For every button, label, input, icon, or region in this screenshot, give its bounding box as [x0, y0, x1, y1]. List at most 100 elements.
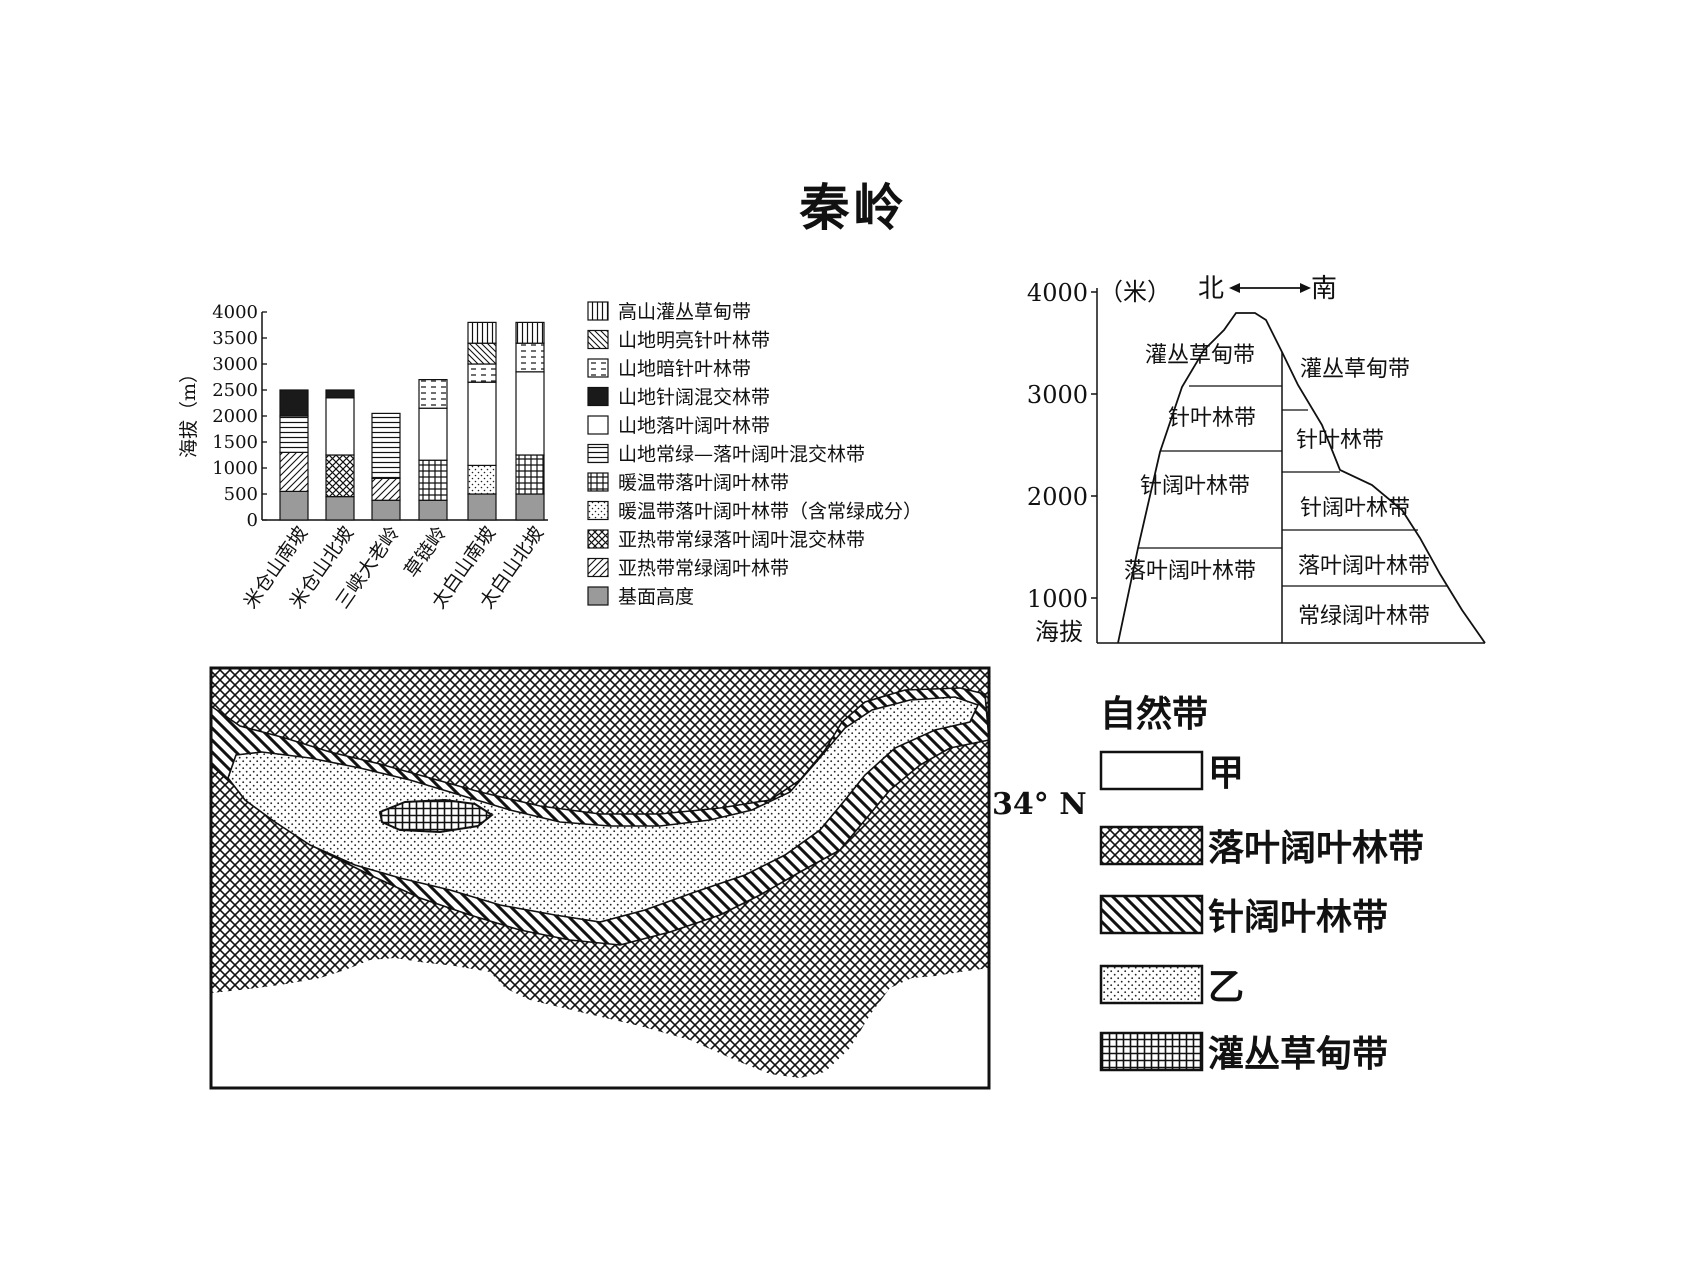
bar-segment	[325, 454, 355, 498]
legend-swatch-deciduous	[1099, 825, 1204, 866]
bar-legend-swatch	[587, 472, 609, 492]
bar-segment	[371, 477, 401, 501]
legend-label-conifer-broadleaf: 针阔叶林带	[1208, 896, 1388, 938]
zone-map: 34° N	[209, 666, 1087, 1090]
bar-segment	[418, 459, 448, 501]
bar-segment	[515, 342, 545, 373]
altitude-profile: 4000 3000 2000 1000 （米） 海拔 北 南 灌丛草甸带 针叶林…	[1027, 274, 1486, 646]
bar-segment	[515, 321, 545, 344]
bar-segment	[515, 371, 545, 456]
south-zone-label: 灌丛草甸带	[1300, 357, 1410, 382]
direction-south: 南	[1311, 274, 1337, 304]
legend-label-shrub: 灌丛草甸带	[1208, 1033, 1388, 1075]
bar-legend-swatch	[587, 500, 609, 521]
y-tick-label: 2500	[212, 380, 258, 401]
bar-segment	[467, 464, 497, 495]
bar-segment	[279, 389, 309, 417]
bar-segment	[515, 493, 545, 521]
legend-swatch-yi	[1099, 964, 1204, 1005]
bar-segment	[279, 415, 309, 454]
bar-legend-label: 山地常绿—落叶阔叶混交林带	[618, 444, 865, 466]
legend-swatch-jia	[1099, 750, 1204, 791]
north-zone-lines	[1138, 385, 1282, 549]
bar-segment	[371, 412, 401, 479]
bar-segment	[467, 381, 497, 467]
bar-segment	[418, 379, 448, 409]
y-tick-label: 0	[247, 510, 258, 531]
bar-legend-label: 山地明亮针叶林带	[618, 330, 770, 352]
bars	[279, 321, 545, 521]
y-tick-label: 3000	[212, 354, 258, 375]
profile-ticks: 4000 3000 2000 1000	[1027, 279, 1097, 613]
bar-segment	[371, 499, 401, 521]
south-zone-label: 常绿阔叶林带	[1298, 604, 1430, 629]
bar-segment	[325, 389, 355, 399]
bar-legend-swatch	[587, 586, 609, 606]
page-title: 秦岭	[799, 179, 908, 237]
south-zone-label: 针叶林带	[1296, 428, 1384, 453]
bar-legend-swatch	[587, 386, 609, 407]
legend-label-yi: 乙	[1208, 966, 1244, 1008]
north-zone-label: 针叶林带	[1168, 406, 1256, 431]
bar-legend-label: 山地落叶阔叶林带	[618, 415, 770, 437]
south-zone-label: 落叶阔叶林带	[1298, 554, 1430, 579]
bar-legend-swatch	[587, 301, 609, 321]
yi-area	[227, 696, 980, 923]
bar-legend-label: 亚热带常绿落叶阔叶混交林带	[618, 529, 865, 551]
bar-legend-label: 基面高度	[618, 586, 694, 608]
y-tick-label: 4000	[212, 302, 258, 323]
map-legend-title: 自然带	[1100, 693, 1208, 735]
bar-legend-label: 山地针阔混交林带	[618, 387, 770, 409]
conifer-broadleaf-belt	[210, 687, 990, 946]
arrow-left-icon	[1229, 283, 1240, 293]
south-zone-lines	[1282, 409, 1448, 587]
y-tick-label: 1500	[212, 432, 258, 453]
bar-legend-swatch	[587, 329, 609, 350]
bar-legend-swatch	[587, 358, 609, 378]
profile-unit: （米）	[1099, 278, 1171, 306]
bar-legend: 高山灌丛草甸带山地明亮针叶林带山地暗针叶林带山地针阔混交林带山地落叶阔叶林带山地…	[587, 301, 922, 608]
y-tick-label: 3500	[212, 328, 258, 349]
bar-legend-label: 山地暗针叶林带	[618, 358, 751, 380]
bar-legend-swatch	[587, 529, 609, 549]
bar-legend-label: 亚热带常绿阔叶林带	[618, 558, 789, 580]
north-zone-label: 落叶阔叶林带	[1124, 559, 1256, 584]
bar-segment	[325, 496, 355, 521]
south-zone-label: 针阔叶林带	[1300, 496, 1410, 521]
legend-swatch-conifer-broadleaf	[1099, 894, 1204, 935]
bar-segment	[515, 454, 545, 495]
bar-legend-swatch	[587, 557, 609, 578]
north-zone-label: 针阔叶林带	[1140, 474, 1250, 499]
bar-segment	[418, 407, 448, 461]
y-axis-label: 海拔（m）	[178, 364, 200, 458]
bar-segment	[467, 321, 497, 344]
bar-segment	[467, 363, 497, 383]
bar-segment	[467, 493, 497, 521]
y-tick-label: 2000	[212, 406, 258, 427]
bar-legend-label: 暖温带落叶阔叶林带	[618, 472, 789, 494]
x-category-label: 草链岭	[400, 522, 451, 581]
direction-north: 北	[1198, 274, 1224, 304]
bar-segment	[467, 342, 497, 365]
y-tick-label: 500	[224, 484, 258, 505]
bar-segment	[325, 397, 355, 456]
bar-segment	[418, 499, 448, 521]
north-zone-label: 灌丛草甸带	[1145, 343, 1255, 368]
profile-tick-label: 3000	[1027, 381, 1088, 409]
legend-swatch-shrub	[1099, 1031, 1204, 1072]
jia-area	[211, 958, 989, 1088]
bar-legend-swatch	[587, 443, 609, 464]
map-legend: 自然带 甲 落叶阔叶林带 针阔叶林带 乙 灌丛草甸带	[1099, 693, 1424, 1075]
profile-tick-label: 2000	[1027, 483, 1088, 511]
shrub-meadow-area	[378, 798, 494, 834]
arrow-right-icon	[1300, 283, 1311, 293]
map-frame	[209, 666, 991, 1090]
profile-ylabel: 海拔	[1035, 618, 1083, 646]
bar-legend-swatch	[587, 415, 609, 435]
legend-label-jia: 甲	[1208, 752, 1244, 794]
bar-segment	[279, 490, 309, 521]
